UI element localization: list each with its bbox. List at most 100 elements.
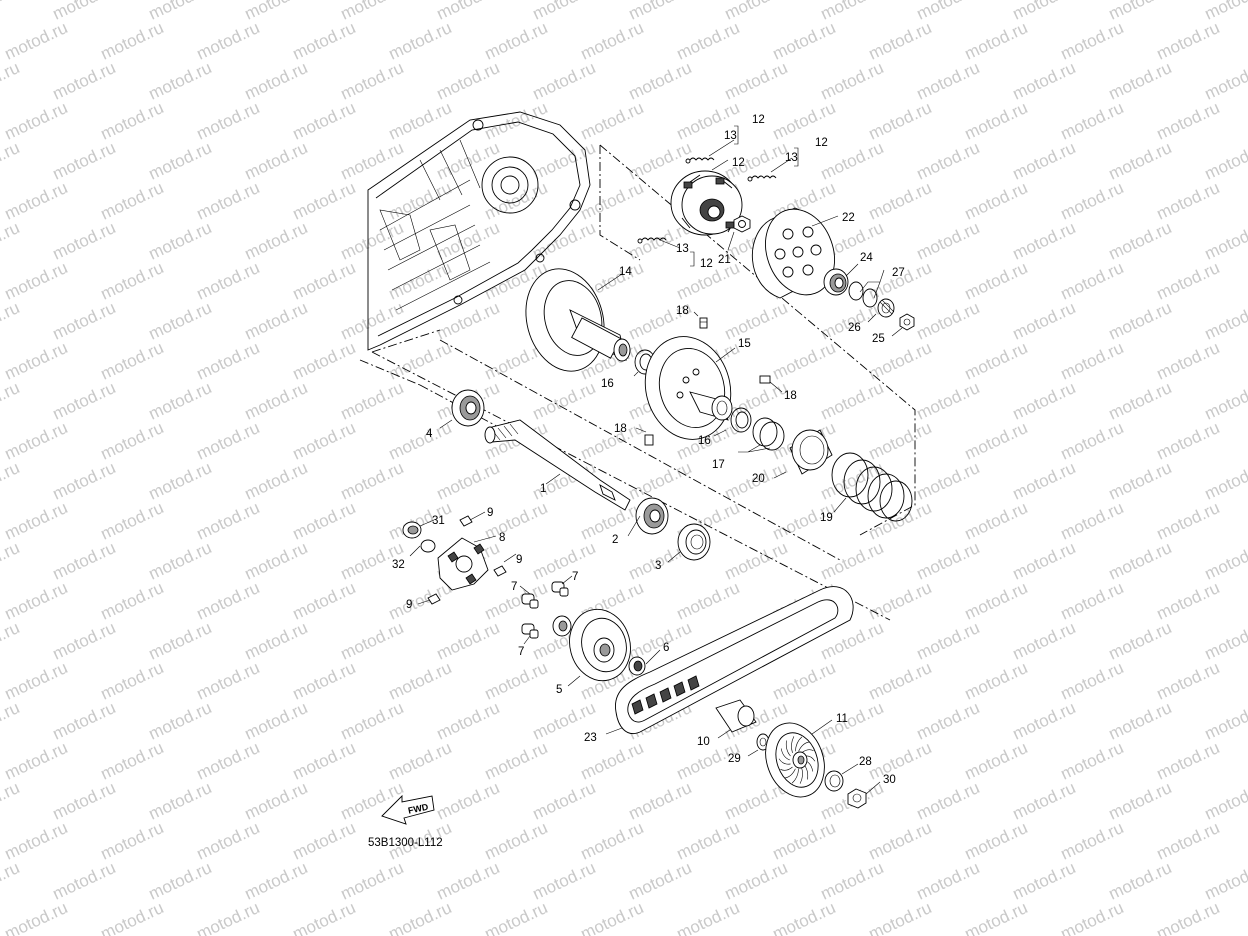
callout-13a: 13	[724, 130, 737, 142]
watermark-text: motod.ru	[146, 458, 215, 504]
watermark-text: motod.ru	[50, 218, 119, 264]
watermark-text: motod.ru	[0, 458, 22, 504]
watermark-text: motod.ru	[962, 498, 1031, 544]
watermark-text: motod.ru	[962, 338, 1031, 384]
watermark-text: motod.ru	[482, 898, 551, 936]
watermark-text: motod.ru	[2, 338, 71, 384]
watermark-text: motod.ru	[530, 378, 599, 424]
watermark-text: motod.ru	[674, 18, 743, 64]
watermark-text: motod.ru	[626, 138, 695, 184]
watermark-text: motod.ru	[242, 138, 311, 184]
watermark-text: motod.ru	[1202, 298, 1248, 344]
watermark-text: motod.ru	[962, 258, 1031, 304]
watermark-text: motod.ru	[722, 378, 791, 424]
watermark-text: motod.ru	[290, 898, 359, 936]
watermark-text: motod.ru	[1058, 818, 1127, 864]
watermark-text: motod.ru	[530, 538, 599, 584]
watermark-text: motod.ru	[0, 538, 22, 584]
callout-19: 19	[820, 512, 833, 524]
watermark-text: motod.ru	[1058, 18, 1127, 64]
watermark-text: motod.ru	[1058, 258, 1127, 304]
watermark-text: motod.ru	[290, 418, 359, 464]
watermark-text: motod.ru	[386, 18, 455, 64]
watermark-text: motod.ru	[290, 738, 359, 784]
o-ring-27	[848, 281, 878, 308]
watermark-text: motod.ru	[98, 738, 167, 784]
watermark-text: motod.ru	[962, 818, 1031, 864]
watermark-text: motod.ru	[626, 58, 695, 104]
watermark-text: motod.ru	[866, 18, 935, 64]
watermark-text: motod.ru	[146, 58, 215, 104]
watermark-text: motod.ru	[2, 818, 71, 864]
watermark-text: motod.ru	[194, 98, 263, 144]
oil-seal-16b	[730, 407, 752, 433]
watermark-text: motod.ru	[914, 538, 983, 584]
watermark-text: motod.ru	[1010, 138, 1079, 184]
watermark-text: motod.ru	[674, 818, 743, 864]
watermark-text: motod.ru	[1154, 738, 1223, 784]
callout-16b: 16	[698, 435, 711, 447]
watermark-text: motod.ru	[290, 338, 359, 384]
watermark-text: motod.ru	[1154, 258, 1223, 304]
callout-15: 15	[738, 338, 751, 350]
watermark-text: motod.ru	[194, 818, 263, 864]
watermark-text: motod.ru	[194, 498, 263, 544]
watermark-text: motod.ru	[242, 618, 311, 664]
watermark-text: motod.ru	[1010, 778, 1079, 824]
watermark-text: motod.ru	[194, 578, 263, 624]
watermark-text: motod.ru	[2, 898, 71, 936]
watermark-text: motod.ru	[482, 818, 551, 864]
oil-seal-3	[677, 523, 711, 561]
watermark-text: motod.ru	[194, 898, 263, 936]
callout-9c: 9	[406, 599, 412, 611]
callout-24: 24	[860, 252, 873, 264]
watermark-text: motod.ru	[530, 58, 599, 104]
watermark-text: motod.ru	[242, 458, 311, 504]
watermark-text: motod.ru	[338, 138, 407, 184]
callout-4: 4	[426, 428, 433, 440]
watermark-text: motod.ru	[434, 298, 503, 344]
fan-blade	[795, 736, 803, 752]
watermark-text: motod.ru	[1202, 138, 1248, 184]
callout-27: 27	[892, 267, 905, 279]
watermark-text: motod.ru	[50, 778, 119, 824]
watermark-text: motod.ru	[146, 618, 215, 664]
watermark-text: motod.ru	[0, 58, 22, 104]
watermark-text: motod.ru	[962, 658, 1031, 704]
watermark-text: motod.ru	[386, 178, 455, 224]
o-ring-17	[752, 417, 785, 451]
callout-11: 11	[836, 713, 848, 725]
watermark-text: motod.ru	[1058, 498, 1127, 544]
slider-9c	[427, 593, 441, 605]
watermark-text: motod.ru	[338, 698, 407, 744]
clutch-carrier	[670, 170, 743, 236]
watermark-text: motod.ru	[98, 578, 167, 624]
watermark-text: motod.ru	[866, 898, 935, 936]
callout-13c: 13	[676, 243, 689, 255]
watermark-text: motod.ru	[290, 98, 359, 144]
watermark-text: motod.ru	[1106, 618, 1175, 664]
watermark-text: motod.ru	[146, 378, 215, 424]
spring-seat-20	[789, 429, 833, 475]
watermark-text: motod.ru	[338, 218, 407, 264]
watermark-text: motod.ru	[866, 258, 935, 304]
watermark-text: motod.ru	[818, 538, 887, 584]
watermark-text: motod.ru	[194, 338, 263, 384]
watermark-text: motod.ru	[962, 898, 1031, 936]
bearing-2	[635, 497, 669, 535]
watermark-text: motod.ru	[1106, 58, 1175, 104]
callout-10: 10	[697, 736, 710, 748]
watermark-text: motod.ru	[1106, 298, 1175, 344]
watermark-text: motod.ru	[242, 378, 311, 424]
watermark-text: motod.ru	[1058, 338, 1127, 384]
callout-12a: 12	[752, 114, 765, 126]
watermark-text: motod.ru	[1106, 858, 1175, 904]
secondary-fixed-sheave-14	[525, 268, 631, 372]
watermark-text: motod.ru	[770, 18, 839, 64]
watermark-text: motod.ru	[962, 418, 1031, 464]
watermark-text: motod.ru	[914, 458, 983, 504]
watermark-text: motod.ru	[1106, 458, 1175, 504]
watermark-text: motod.ru	[98, 258, 167, 304]
watermark-text: motod.ru	[770, 818, 839, 864]
watermark-text: motod.ru	[914, 858, 983, 904]
